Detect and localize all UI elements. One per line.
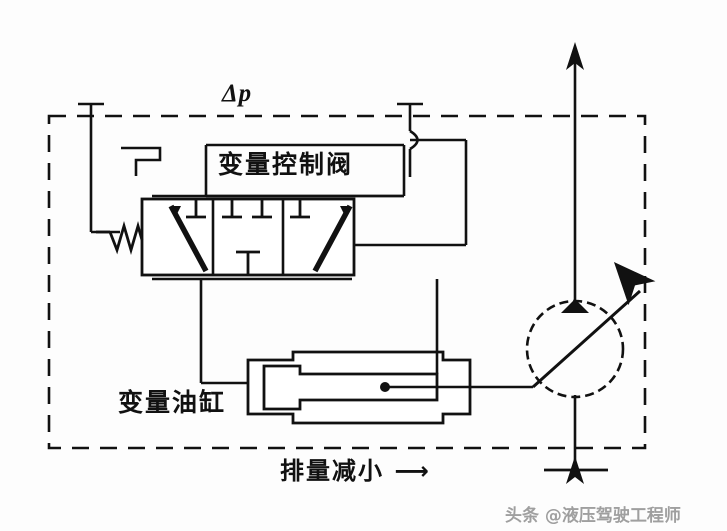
- variable-control-valve: [140, 197, 356, 277]
- variable-displacement-cylinder: [246, 344, 472, 425]
- delta-p-label: Δp: [222, 80, 253, 107]
- control-valve-label: 变量控制阀: [218, 150, 354, 179]
- return-spring-icon: [96, 220, 144, 255]
- cylinder-label: 变量油缸: [118, 388, 227, 417]
- pump-port-triangle-icon: [561, 299, 589, 313]
- watermark-text: 头条 @液压驾驶工程师: [505, 506, 681, 526]
- top-flow-arrow-icon: [566, 42, 584, 70]
- displacement-decrease-label: 排量减小 ⟶: [280, 457, 431, 485]
- pump-variability-arrow: [531, 261, 656, 389]
